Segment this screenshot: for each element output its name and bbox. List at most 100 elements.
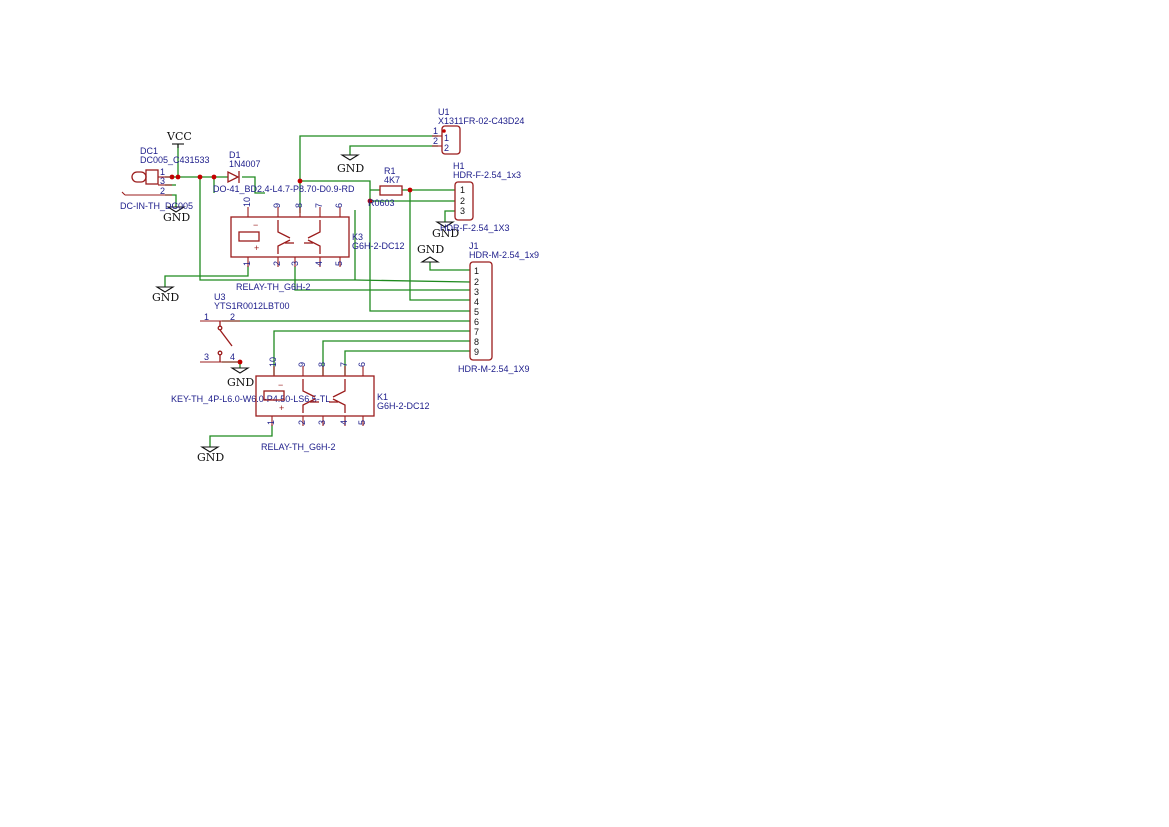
gnd-symbol-h1: GND [432,221,459,240]
k3-pin-2: 2 [272,261,282,266]
u3-pin-4: 4 [230,352,235,362]
gnd-symbol-dc1: GND [163,206,190,224]
k3-pin-6: 6 [334,203,344,208]
k3-pin-5: 5 [334,261,344,266]
gnd-label: GND [337,162,364,175]
j1-pin-2: 2 [474,277,479,287]
gnd-label: GND [197,451,224,464]
r1-ref: R1 [384,166,396,176]
relay-k1: − + K1 G6H-2-DC12 RELAY-TH_G6H-2 10 9 8 … [255,357,430,452]
resistor-r1: R1 4K7 R0603 [368,166,403,208]
h1-footprint: HDR-F-2.54_1X3 [440,223,510,233]
u3-pin-1: 1 [204,312,209,322]
h1-pin-3: 3 [460,206,465,216]
h1-pin-2: 2 [460,196,465,206]
wires [164,135,471,447]
k3-coil-plus: + [254,243,259,253]
k1-coil-minus: − [278,380,283,390]
k1-pin-2: 2 [297,420,307,425]
k1-pin-7: 7 [339,362,349,367]
dc1-pin-3: 3 [160,176,165,186]
d1-ref: D1 [229,150,241,160]
header-h1: H1 HDR-F-2.54_1x3 HDR-F-2.54_1X3 1 2 3 [440,161,521,233]
u1-pin-1: 1 [444,133,449,143]
junction-dot [211,174,217,180]
k1-value: G6H-2-DC12 [377,401,430,411]
k1-pin-5: 5 [357,420,367,425]
u1-pin-2: 2 [444,143,449,153]
gnd-symbol-u1: GND [337,154,364,175]
j1-footprint: HDR-M-2.54_1X9 [458,364,530,374]
k3-pin-7: 7 [314,203,324,208]
dc1-ref: DC1 [140,146,158,156]
switch-u3: U3 YTS1R0012LBT00 KEY-TH_4P-L6.0-W6.0-P4… [171,292,330,404]
gnd-symbol-u3: GND [227,367,254,389]
k3-pin-1: 1 [242,261,252,266]
junction-dot [175,174,181,180]
k1-pin-3: 3 [317,420,327,425]
k3-ref: K3 [352,232,363,242]
k3-pin-10: 10 [242,197,252,207]
vcc-symbol: VCC [166,130,192,148]
dc1-pin-2: 2 [160,186,165,196]
gnd-label: GND [152,291,179,304]
h1-pin-1: 1 [460,185,465,195]
gnd-symbol-j1: GND [417,243,444,263]
junction-dot [197,174,203,180]
k3-pin-8: 8 [294,203,304,208]
h1-ref: H1 [453,161,465,171]
k1-footprint: RELAY-TH_G6H-2 [261,442,336,452]
j1-pin-4: 4 [474,297,479,307]
k3-footprint: RELAY-TH_G6H-2 [236,282,311,292]
dc1-value: DC005_C431533 [140,155,210,165]
j1-value: HDR-M-2.54_1x9 [469,250,539,260]
vcc-label: VCC [166,130,192,143]
junction-dot [407,187,413,193]
diode-d1: D1 1N4007 DO-41_BD2.4-L4.7-P8.70-D0.9-RD [213,150,355,194]
k3-value: G6H-2-DC12 [352,241,405,251]
j1-pin-6: 6 [474,317,479,327]
k1-pin-10: 10 [268,357,278,367]
k3-pin-9: 9 [272,203,282,208]
j1-ref: J1 [469,241,479,251]
relay-k3: − + K3 G6H-2-DC12 RELAY-TH_G6H-2 10 9 8 … [230,197,405,292]
d1-value: 1N4007 [229,159,261,169]
u3-pin-2: 2 [230,312,235,322]
header-j1: J1 HDR-M-2.54_1x9 HDR-M-2.54_1X9 1 2 3 4… [458,241,539,374]
gnd-symbol-k3: GND [152,286,179,304]
dc-jack-dc1: DC1 DC005_C431533 DC-IN-TH_DC005 1 3 2 [120,146,210,211]
h1-value: HDR-F-2.54_1x3 [453,170,521,180]
junction-dot [297,178,303,184]
gnd-label: GND [417,243,444,256]
dc1-pin-1: 1 [160,167,165,177]
gnd-label: GND [432,227,459,240]
connector-u1: U1 X1311FR-02-C43D24 1 2 1 2 [432,107,524,155]
j1-pin-9: 9 [474,347,479,357]
u3-footprint: KEY-TH_4P-L6.0-W6.0-P4.50-LS6.5-TL [171,394,330,404]
junction-dot [367,198,373,204]
gnd-label: GND [227,376,254,389]
u1-pin-1-outer: 1 [433,126,438,136]
u1-value: X1311FR-02-C43D24 [438,116,524,126]
j1-pin-7: 7 [474,327,479,337]
r1-value: 4K7 [384,175,400,185]
gnd-label: GND [163,211,190,224]
u3-value: YTS1R0012LBT00 [214,301,290,311]
j1-pin-8: 8 [474,337,479,347]
r1-footprint: R0603 [368,198,395,208]
dc1-footprint: DC-IN-TH_DC005 [120,201,193,211]
k3-pin-3: 3 [290,261,300,266]
j1-pin-5: 5 [474,307,479,317]
u3-ref: U3 [214,292,226,302]
k1-pin-4: 4 [339,420,349,425]
gnd-symbol-k1: GND [197,446,224,464]
k1-pin-6: 6 [357,362,367,367]
k1-pin-1: 1 [266,420,276,425]
u1-ref: U1 [438,107,450,117]
u3-pin-3: 3 [204,352,209,362]
d1-footprint: DO-41_BD2.4-L4.7-P8.70-D0.9-RD [213,184,355,194]
pin-marker [442,129,446,133]
k1-pin-8: 8 [317,362,327,367]
k3-coil-minus: − [253,220,258,230]
